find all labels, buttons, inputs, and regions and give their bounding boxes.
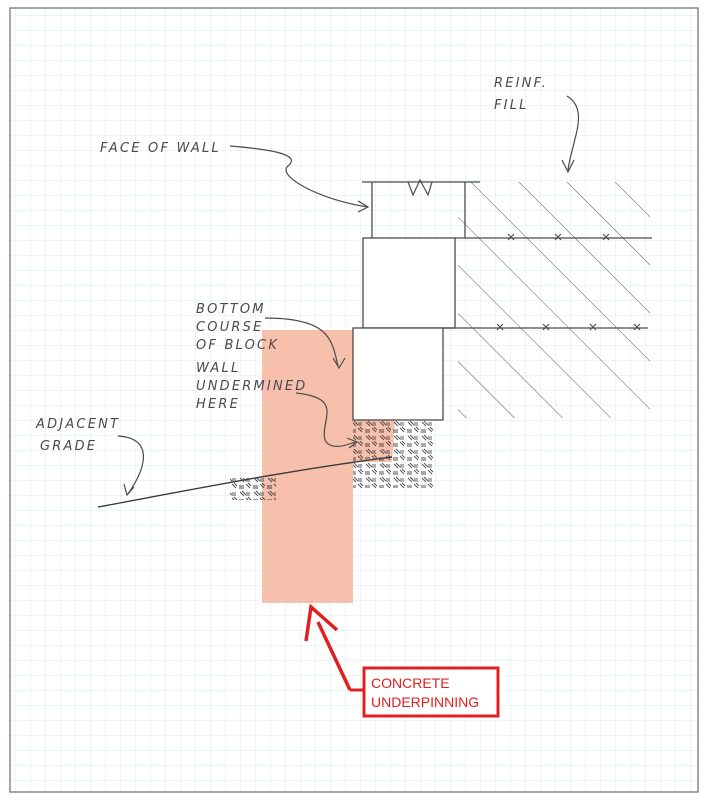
callout-text-line2: UNDERPINNING xyxy=(371,694,479,710)
sheet-border xyxy=(9,7,699,793)
label-reinf-fill-2: FILL xyxy=(494,98,529,113)
label-bottom-course-3: OF BLOCK xyxy=(196,338,279,353)
callout-text-line1: CONCRETE xyxy=(371,675,450,691)
label-reinf-fill-1: REINF. xyxy=(494,76,548,91)
soil-patch-slope xyxy=(230,478,276,500)
label-adjacent-grade-1: ADJACENT xyxy=(35,417,120,432)
label-adjacent-grade-2: GRADE xyxy=(40,439,97,454)
label-face-of-wall: FACE OF WALL xyxy=(100,141,221,156)
adjacent-grade-line xyxy=(97,456,393,508)
label-wall-undermined-1: WALL xyxy=(196,361,240,376)
label-bottom-course-2: COURSE xyxy=(196,320,264,335)
concrete-underpinning-block xyxy=(262,330,353,603)
callout-arrow-shaft xyxy=(316,621,352,691)
label-bottom-course-1: BOTTOM xyxy=(196,302,266,317)
label-wall-undermined-2: UNDERMINED xyxy=(196,379,308,394)
wall-drawing xyxy=(352,178,652,421)
geogrid-marks xyxy=(496,233,641,331)
soil-under-wall xyxy=(353,420,435,488)
label-wall-undermined-3: HERE xyxy=(196,397,240,412)
concrete-underpinning-callout: CONCRETE UNDERPINNING xyxy=(304,603,500,718)
reinforced-fill-hatch xyxy=(458,182,650,418)
callout-arrow-head xyxy=(304,603,339,642)
leader-arrows xyxy=(117,95,580,497)
callout-box xyxy=(362,666,500,718)
